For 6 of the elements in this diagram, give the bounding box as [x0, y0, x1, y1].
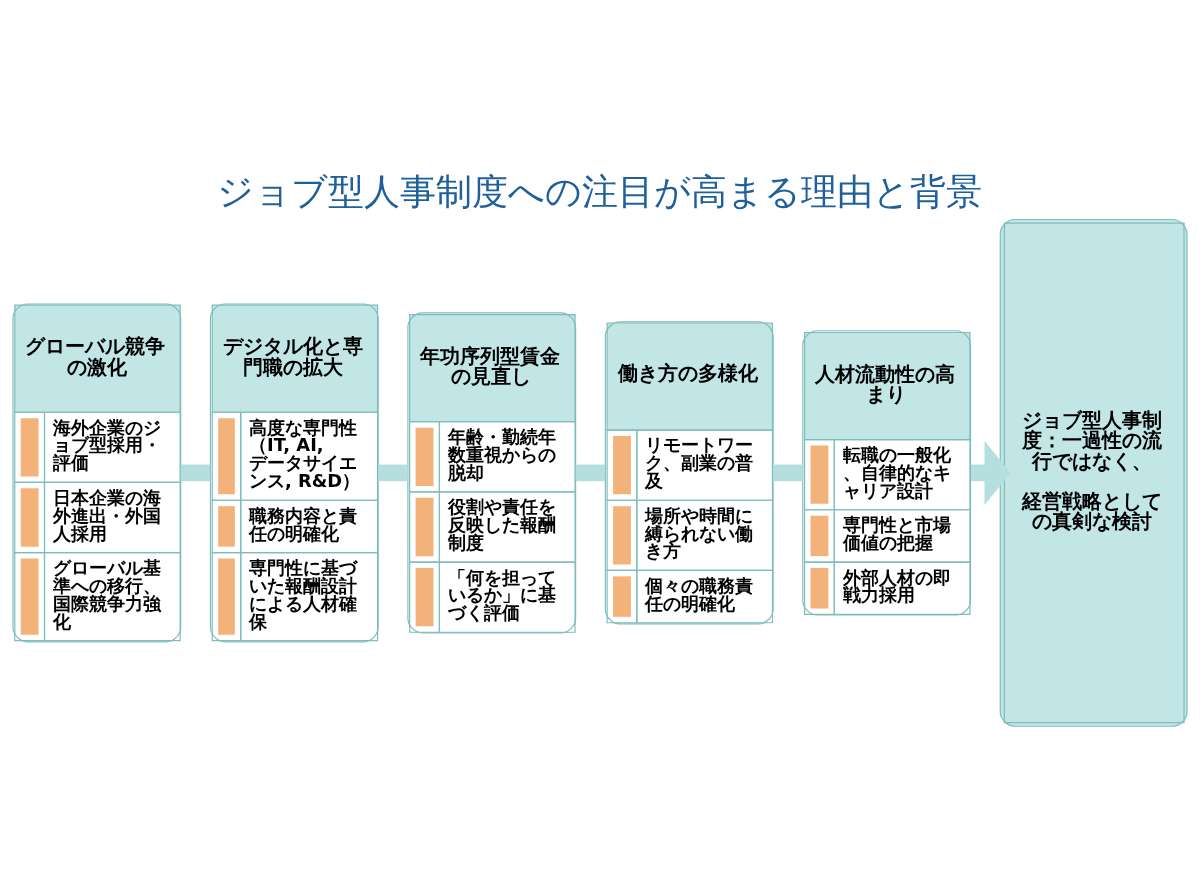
- arrow: [971, 440, 1011, 505]
- connector: [773, 464, 803, 481]
- diagram-title: ジョブ型人事制度への注目が高まる理由と背景: [217, 170, 983, 212]
- connector: [575, 464, 606, 481]
- connector: [180, 464, 211, 481]
- connector: [378, 464, 408, 481]
